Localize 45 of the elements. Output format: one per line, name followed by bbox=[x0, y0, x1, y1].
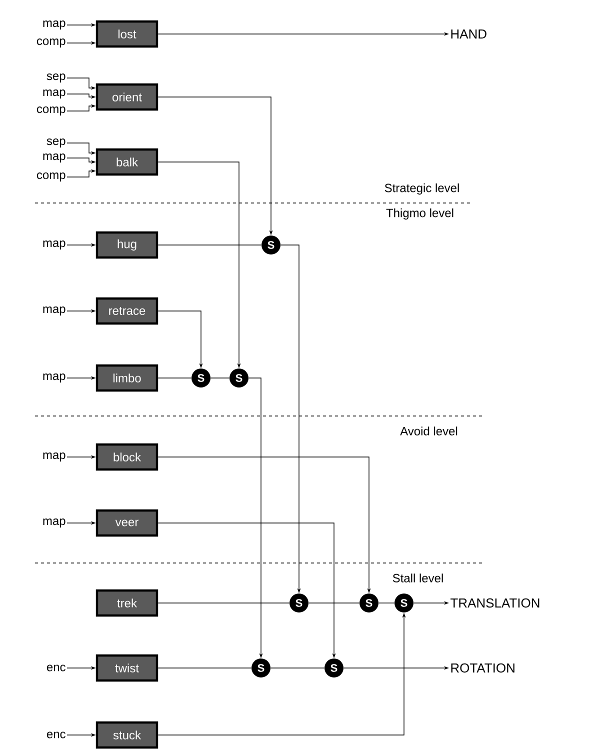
input-label: map bbox=[43, 90, 66, 98]
behavior-box: lost bbox=[96, 20, 158, 48]
input-label: map bbox=[43, 240, 66, 250]
input-label: map bbox=[43, 518, 66, 528]
behavior-box: hug bbox=[96, 231, 158, 259]
behavior-box: veer bbox=[96, 509, 158, 537]
input-label: comp bbox=[36, 106, 66, 116]
output-label: HAND bbox=[451, 30, 486, 38]
input-label: map bbox=[43, 452, 66, 462]
behavior-box: trek bbox=[96, 589, 158, 617]
input-label: enc bbox=[46, 664, 66, 672]
connector-line bbox=[158, 602, 290, 604]
level-label: Strategic level bbox=[384, 183, 459, 195]
behavior-box: retrace bbox=[96, 297, 158, 325]
behavior-box: limbo bbox=[96, 364, 158, 392]
level-label: Thigmo level bbox=[386, 208, 454, 220]
input-label: map bbox=[43, 20, 66, 30]
behavior-box: block bbox=[96, 443, 158, 471]
suppressor-node: S bbox=[290, 594, 308, 612]
input-label: map bbox=[43, 374, 66, 382]
connector-line bbox=[308, 602, 360, 604]
connector-line bbox=[158, 244, 262, 246]
behavior-box: stuck bbox=[96, 721, 158, 749]
behavior-box: balk bbox=[96, 148, 158, 176]
suppressor-node: S bbox=[394, 594, 414, 612]
input-label: enc bbox=[46, 732, 66, 738]
output-label: ROTATION bbox=[451, 663, 514, 673]
level-label: Stall level bbox=[392, 574, 443, 582]
input-label: comp bbox=[36, 38, 66, 48]
behavior-box: orient bbox=[96, 83, 158, 111]
connector-line bbox=[378, 602, 395, 604]
output-label: TRANSLATION bbox=[450, 598, 540, 608]
suppressor-node: S bbox=[262, 236, 280, 254]
behavior-box: twist bbox=[96, 654, 158, 682]
level-label: Avoid level bbox=[400, 426, 458, 436]
suppressor-node: S bbox=[360, 594, 378, 612]
input-label: map bbox=[43, 154, 66, 162]
input-label: map bbox=[43, 306, 66, 316]
suppressor-node: S bbox=[192, 368, 210, 388]
suppressor-node: S bbox=[324, 658, 344, 678]
input-label: sep bbox=[46, 138, 66, 148]
suppressor-node: S bbox=[230, 368, 248, 388]
input-label: sep bbox=[46, 74, 66, 82]
suppressor-node: S bbox=[252, 658, 270, 678]
input-label: comp bbox=[36, 172, 66, 182]
